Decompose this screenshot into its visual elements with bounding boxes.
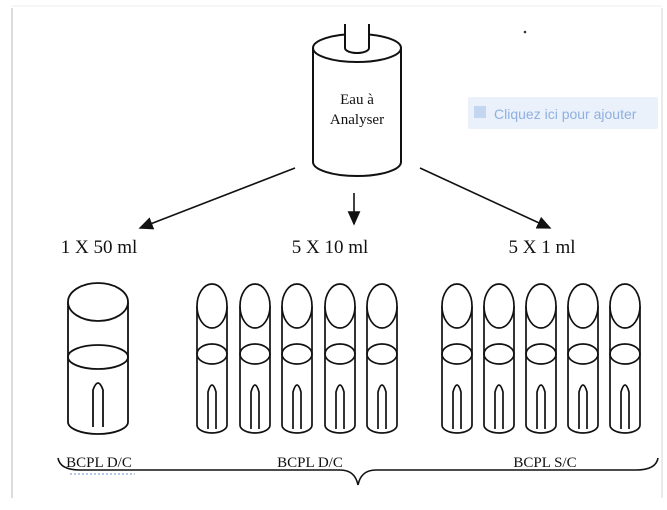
liquid-level [67,344,129,370]
bottle-label-line1: Eau à [340,92,374,108]
sample-bottle [312,24,402,177]
durham-tube [92,382,104,427]
watermark-text: Cliquez ici pour ajouter [494,106,637,122]
grouping-brace [57,457,659,486]
volume-label-large: 1 X 50 ml [61,237,138,258]
small-tube-3 [525,283,557,434]
medium-label-large: BCPL D/C [66,455,132,471]
medium-tube-4 [324,283,356,434]
arrow-left [138,167,296,230]
speck [523,30,527,34]
small-tube-1 [441,283,473,434]
medium-tube-group [196,283,398,434]
bottle-label-line2: Analyser [330,112,384,128]
small-tube-2 [483,283,515,434]
small-tube-5 [609,283,641,434]
watermark: Cliquez ici pour ajouter [468,97,658,129]
volume-label-medium: 5 X 10 ml [292,237,369,258]
volume-label-small: 5 X 1 ml [508,237,575,258]
small-tube-4 [567,283,599,434]
medium-tube-2 [239,283,271,434]
medium-label-small: BCPL S/C [513,455,576,471]
medium-tube-3 [281,283,313,434]
small-tube-group [441,283,641,434]
arrow-right [419,167,552,229]
large-tube [67,282,129,435]
medium-label-medium: BCPL D/C [277,455,343,471]
medium-tube-1 [196,283,228,434]
distribution-arrows [138,167,552,230]
medium-tube-5 [366,283,398,434]
